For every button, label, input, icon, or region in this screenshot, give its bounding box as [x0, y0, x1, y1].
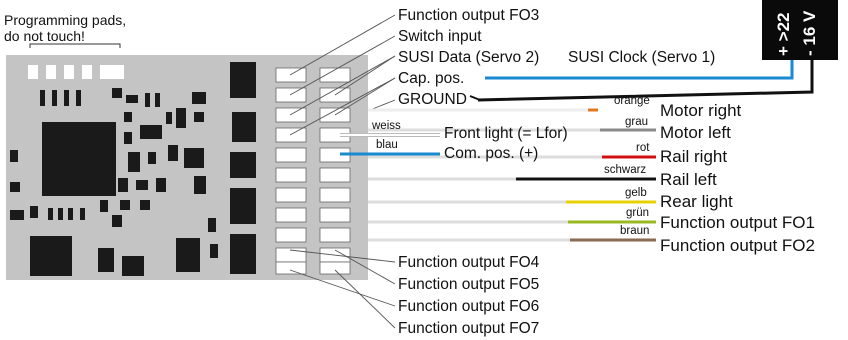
supply-voltage-block: + >22 - 16 V: [762, 0, 838, 60]
label-rear-light: Rear light: [660, 192, 733, 211]
smd-components: [10, 62, 256, 276]
label-fo2: Function output FO2: [660, 236, 815, 255]
leader-lines-bottom: [289, 249, 396, 329]
supply-plus-label: + >22: [774, 12, 793, 57]
solder-pads: [275, 67, 351, 275]
color-name-gruen: grün: [626, 207, 650, 219]
color-name-rot: rot: [636, 142, 650, 154]
note-line-1: Programming pads,: [4, 12, 127, 28]
color-name-grau: grau: [625, 116, 649, 128]
label-rail-left: Rail left: [660, 170, 717, 189]
label-fo5: Function output FO5: [398, 276, 540, 293]
label-switch-input: Switch input: [398, 28, 482, 45]
leader-lines-top: [289, 14, 396, 136]
label-fo7: Function output FO7: [398, 320, 540, 337]
wire-label-blau: blau: [376, 139, 398, 151]
label-motor-left: Motor left: [660, 123, 731, 142]
label-cap-pos: Cap. pos.: [398, 70, 465, 87]
color-name-schwarz: schwarz: [604, 164, 647, 176]
label-fo6: Function output FO6: [398, 298, 540, 315]
color-name-orange: orange: [614, 95, 650, 107]
ground-black-wire: [477, 48, 814, 102]
right-wires: [368, 108, 656, 242]
label-front-light: Front light (= Lfor): [444, 125, 568, 142]
label-susi-clock: SUSI Clock (Servo 1): [568, 49, 716, 66]
label-susi-data: SUSI Data (Servo 2): [398, 49, 540, 66]
programming-pads: [28, 65, 124, 79]
label-fo3: Function output FO3: [398, 7, 540, 24]
note-line-2: do not touch!: [4, 28, 85, 44]
label-rail-right: Rail right: [660, 147, 728, 166]
label-fo4: Function output FO4: [398, 254, 540, 271]
microcontroller-chip: [42, 122, 116, 196]
label-fo1: Function output FO1: [660, 213, 815, 232]
label-ground: GROUND: [398, 91, 467, 108]
wire-label-weiss: weiss: [372, 120, 401, 132]
label-motor-right: Motor right: [660, 101, 742, 120]
supply-minus-label: - 16 V: [800, 10, 819, 56]
programming-pads-note: Programming pads, do not touch!: [4, 12, 126, 44]
color-name-gelb: gelb: [625, 187, 647, 199]
label-com-pos: Com. pos. (+): [444, 145, 539, 162]
color-name-braun: braun: [620, 225, 650, 237]
pads-bracket: [29, 43, 121, 48]
